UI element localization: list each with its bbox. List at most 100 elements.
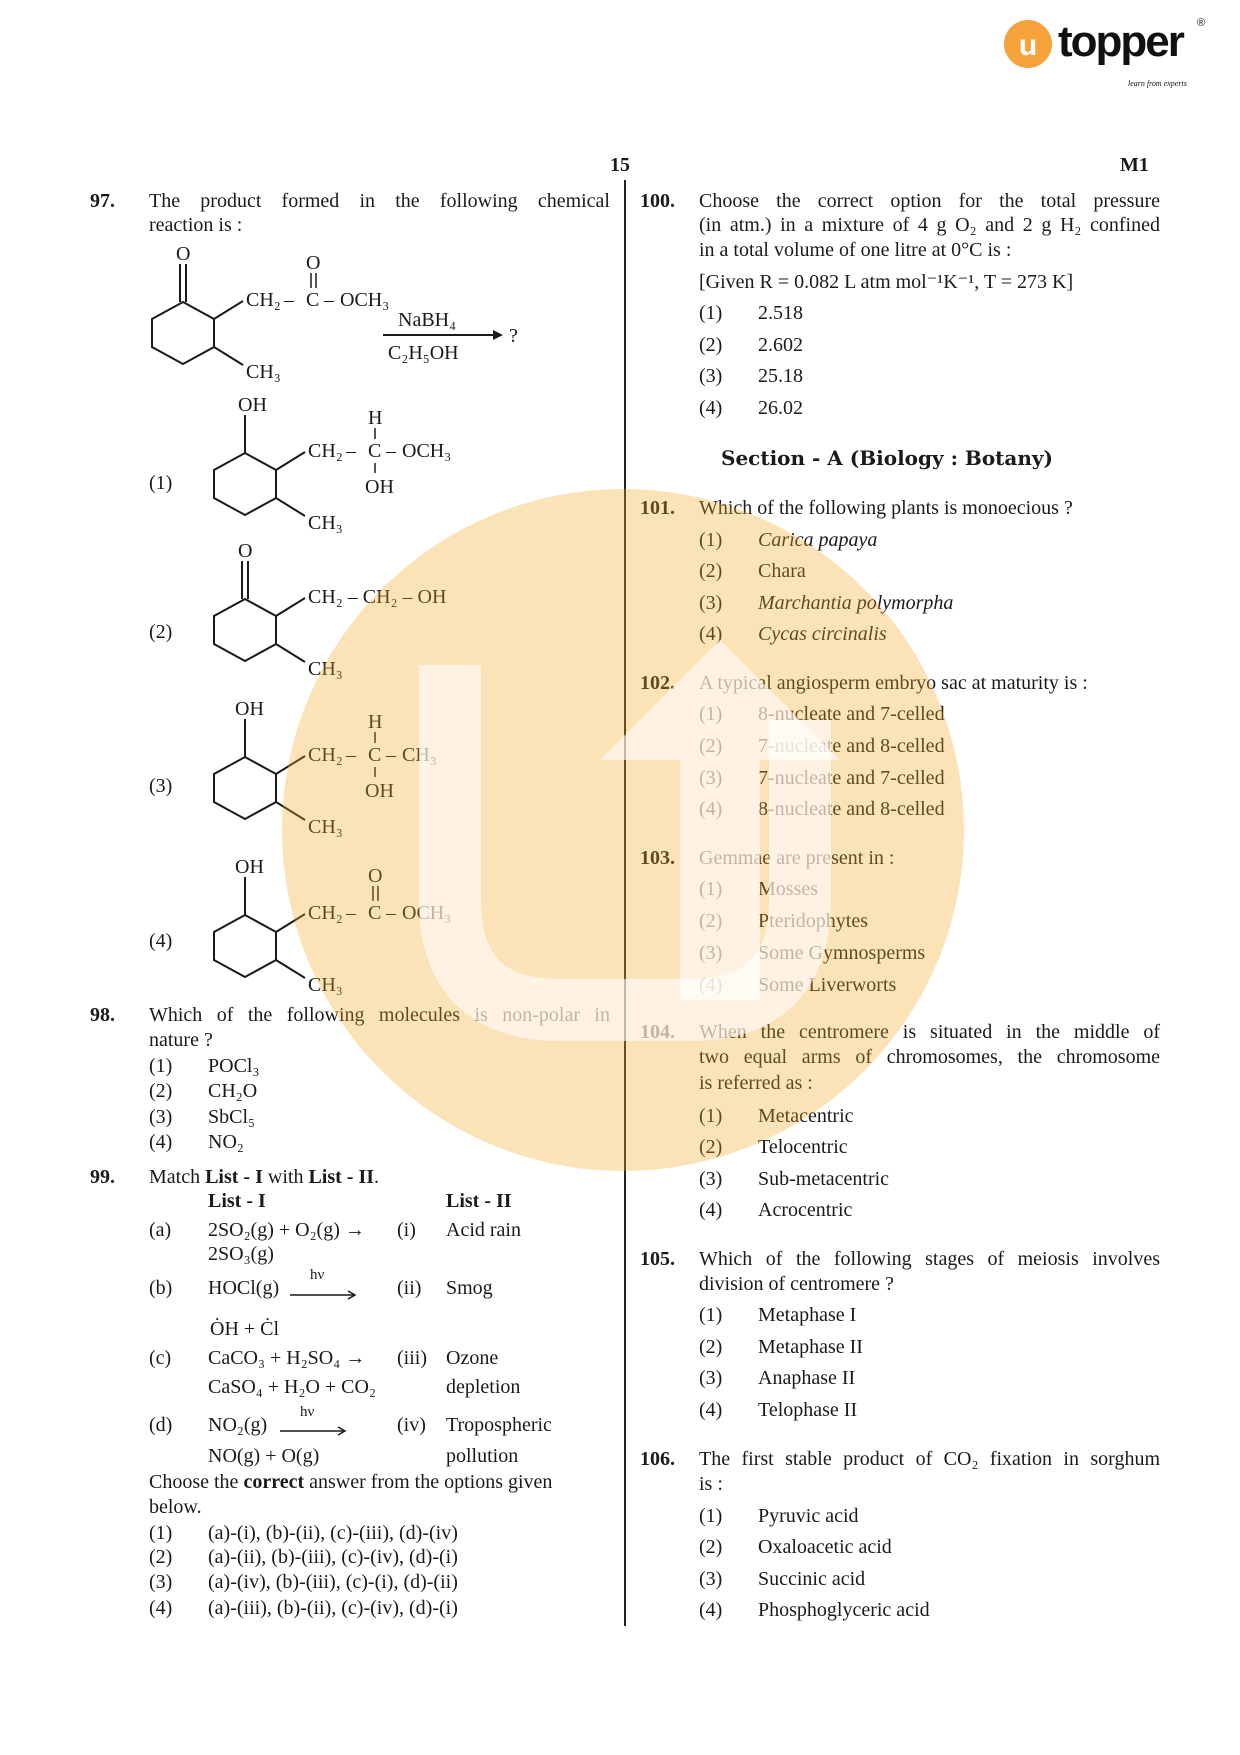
svg-text:CH₂: CH₂ bbox=[308, 902, 343, 924]
question-text: is : bbox=[699, 1473, 723, 1495]
question-text: in a total volume of one litre at 0°C is… bbox=[699, 239, 1012, 261]
question-text: Choose the correct option for the total … bbox=[699, 190, 1160, 212]
option-text: Phosphoglyceric acid bbox=[758, 1599, 930, 1621]
svg-text:–: – bbox=[385, 744, 397, 766]
option-label: (3) bbox=[699, 365, 723, 387]
logo-registered: ® bbox=[1197, 17, 1205, 29]
question-text: Match List - I with List - II. bbox=[149, 1166, 380, 1188]
svg-text:OCH₃: OCH₃ bbox=[402, 440, 451, 462]
option-text: Telophase II bbox=[758, 1399, 858, 1421]
question-text: two equal arms of chromosomes, the chrom… bbox=[699, 1046, 1160, 1068]
question-number: 106. bbox=[640, 1448, 675, 1470]
option-label: (2) bbox=[699, 1136, 723, 1158]
svg-text:–: – bbox=[323, 289, 335, 311]
option-text: 8-nucleate and 7-celled bbox=[758, 703, 945, 725]
option-label: (3) bbox=[149, 1106, 173, 1128]
option-1-structure[interactable]: OH CH₂ – C – OCH₃ H OH CH₃ bbox=[205, 389, 485, 539]
svg-text:–: – bbox=[345, 902, 357, 924]
option-label: (1) bbox=[699, 302, 723, 324]
svg-text:–: – bbox=[345, 440, 357, 462]
option-text: 25.18 bbox=[758, 365, 803, 387]
option-label: (1) bbox=[699, 1505, 723, 1527]
option-label: (1) bbox=[699, 703, 723, 725]
option-text: Sub-metacentric bbox=[758, 1168, 890, 1190]
question-text: is referred as : bbox=[699, 1072, 813, 1094]
option-label: (3) bbox=[699, 942, 723, 964]
question-text: The first stable product of CO₂ fixation… bbox=[699, 1448, 1160, 1470]
option-text: Metacentric bbox=[758, 1105, 854, 1127]
option-text: 2.518 bbox=[758, 302, 803, 324]
question-text: Which of the following molecules is non-… bbox=[149, 1004, 610, 1026]
question-text: Which of the following stages of meiosis… bbox=[699, 1248, 1160, 1270]
option-text: POCl₃ bbox=[208, 1055, 260, 1077]
option-text: 7-nucleate and 8-celled bbox=[758, 735, 945, 757]
option-text: Pyruvic acid bbox=[758, 1505, 859, 1527]
svg-text:CH₃: CH₃ bbox=[246, 361, 281, 383]
topper-logo: u topper ® learn from experts bbox=[1004, 17, 1205, 88]
svg-text:OH: OH bbox=[235, 856, 264, 878]
option-text: Marchantia polymorpha bbox=[758, 592, 954, 614]
svg-text:OH: OH bbox=[238, 394, 267, 416]
question-text: The product formed in the following chem… bbox=[149, 190, 610, 212]
question-text: division of centromere ? bbox=[699, 1273, 894, 1295]
option-text: (a)-(iv), (b)-(iii), (c)-(i), (d)-(ii) bbox=[208, 1571, 458, 1593]
question-number: 99. bbox=[90, 1166, 115, 1188]
option-text: 7-nucleate and 7-celled bbox=[758, 767, 945, 789]
svg-text:OH: OH bbox=[235, 698, 264, 720]
option-text: Mosses bbox=[758, 878, 819, 900]
svg-text:CH₃: CH₃ bbox=[308, 816, 343, 838]
svg-text:OCH₃: OCH₃ bbox=[402, 902, 451, 924]
option-label: (4) bbox=[699, 397, 723, 419]
option-label: (3) bbox=[699, 1568, 723, 1590]
svg-text:?: ? bbox=[509, 325, 518, 347]
option-2-structure[interactable]: O CH₂ – CH₂ – OH CH₃ bbox=[205, 535, 485, 685]
option-label: (4) bbox=[699, 1599, 723, 1621]
option-label: (3) bbox=[699, 1168, 723, 1190]
question-number: 105. bbox=[640, 1248, 675, 1270]
svg-text:CH₂: CH₂ bbox=[308, 440, 343, 462]
option-label: (4) bbox=[699, 798, 723, 820]
svg-text:CH₂ – CH₂ – OH: CH₂ – CH₂ – OH bbox=[308, 586, 446, 608]
option-text: CH₂O bbox=[208, 1080, 258, 1102]
logo-text: topper bbox=[1058, 17, 1185, 66]
option-label: (2) bbox=[699, 910, 723, 932]
option-label: (4) bbox=[149, 1597, 173, 1619]
option-text: Cycas circinalis bbox=[758, 623, 887, 645]
option-text: Acrocentric bbox=[758, 1199, 853, 1221]
svg-text:OH: OH bbox=[365, 476, 394, 498]
question-number: 102. bbox=[640, 672, 675, 694]
option-label: (2) bbox=[149, 1546, 173, 1568]
option-text: Anaphase II bbox=[758, 1367, 856, 1389]
svg-text:C: C bbox=[368, 902, 381, 924]
question-number: 104. bbox=[640, 1021, 675, 1043]
section-heading: Section - A (Biology : Botany) bbox=[721, 446, 1053, 470]
option-label: (3) bbox=[149, 775, 173, 797]
option-label: (1) bbox=[699, 1304, 723, 1326]
option-label: (4) bbox=[699, 623, 723, 645]
option-label: (3) bbox=[699, 592, 723, 614]
arrow-icon bbox=[280, 1426, 347, 1436]
question-number: 101. bbox=[640, 497, 675, 519]
option-text: Metaphase I bbox=[758, 1304, 857, 1326]
svg-text:O: O bbox=[176, 243, 190, 265]
svg-text:OH: OH bbox=[365, 780, 394, 802]
option-3-structure[interactable]: OH CH₂ – C – CH₃ H OH CH₃ bbox=[205, 693, 485, 843]
question-text: (in atm.) in a mixture of 4 g O₂ and 2 g… bbox=[699, 214, 1160, 236]
reagent-bottom: C₂H₅OH bbox=[388, 342, 459, 364]
option-label: (3) bbox=[699, 1367, 723, 1389]
svg-text:CH₃: CH₃ bbox=[402, 744, 437, 766]
question-number: 97. bbox=[90, 190, 115, 212]
question-number: 98. bbox=[90, 1004, 115, 1026]
svg-text:C: C bbox=[306, 289, 319, 311]
option-label: (3) bbox=[699, 767, 723, 789]
paper-code: M1 bbox=[1120, 154, 1149, 176]
question-number: 100. bbox=[640, 190, 675, 212]
svg-text:–: – bbox=[385, 440, 397, 462]
option-text: 2.602 bbox=[758, 334, 803, 356]
option-label: (4) bbox=[699, 1199, 723, 1221]
option-4-structure[interactable]: OH CH₂ – C – OCH₃ O CH₃ bbox=[205, 851, 485, 1001]
question-text: A typical angiosperm embryo sac at matur… bbox=[699, 672, 1088, 694]
option-label: (1) bbox=[699, 529, 723, 551]
list-1-header: List - I bbox=[208, 1190, 266, 1212]
list-2-header: List - II bbox=[446, 1190, 512, 1212]
